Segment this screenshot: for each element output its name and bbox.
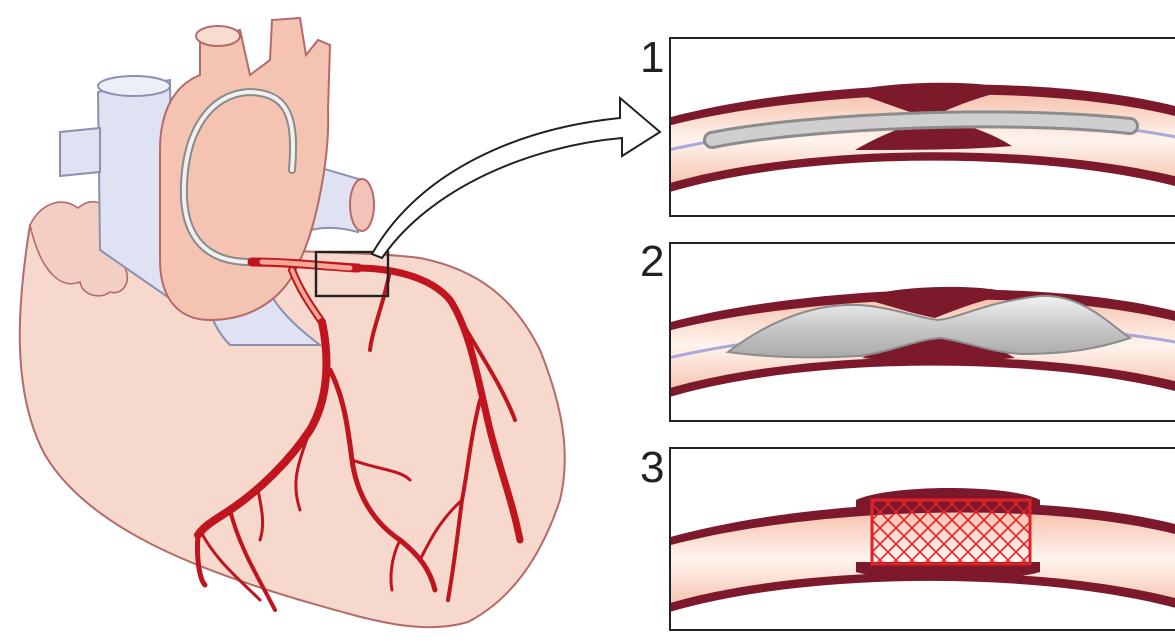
aorta-opening (196, 26, 240, 46)
panel-1: 1 (640, 33, 1175, 216)
heart-illustration (20, 18, 660, 627)
pulmonary-artery-opening (350, 179, 374, 231)
vena-cava-opening (98, 76, 170, 96)
panel-2: 2 (640, 237, 1175, 421)
panel-2-label: 2 (640, 237, 664, 286)
stent (872, 500, 1030, 564)
panel-1-label: 1 (640, 33, 664, 82)
zoom-arrow (372, 98, 660, 258)
panel-3-label: 3 (640, 443, 664, 492)
panel-3: 3 (640, 443, 1175, 630)
pulmonary-vein-left (60, 128, 100, 176)
